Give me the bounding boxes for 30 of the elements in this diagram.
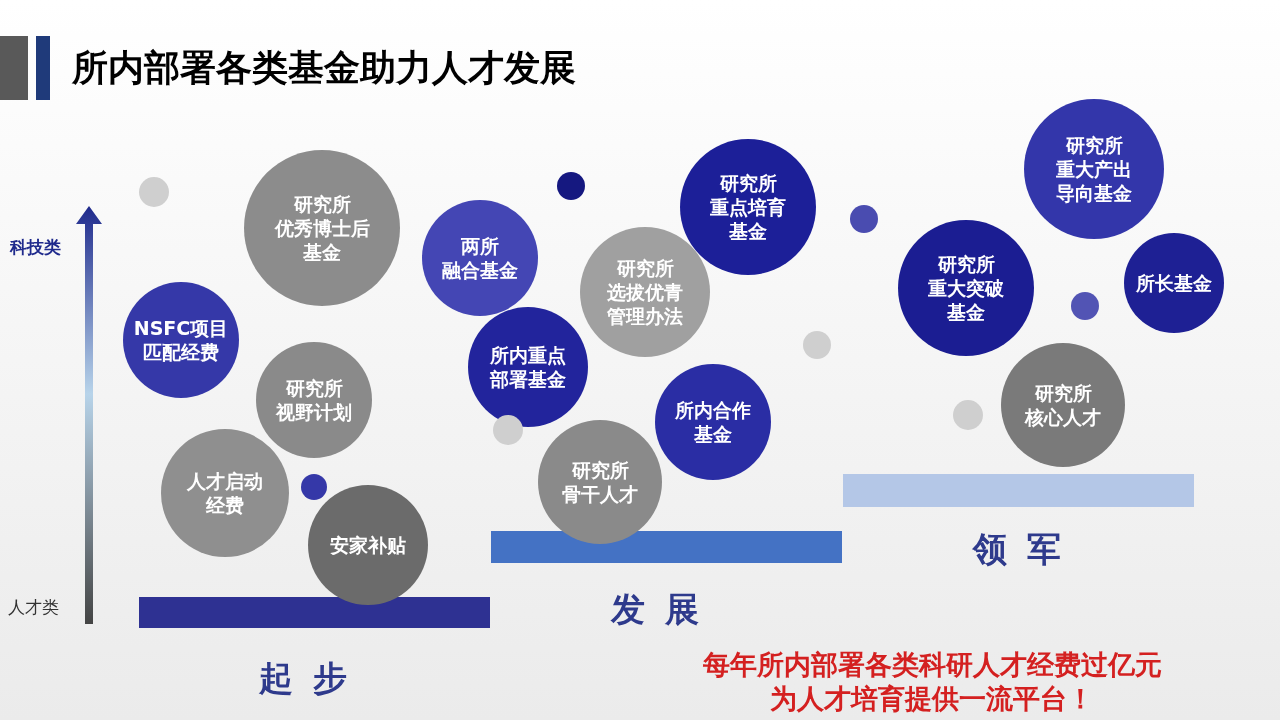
axis-label: 科技类 xyxy=(10,236,61,259)
funding-bubble: 所长基金 xyxy=(1124,233,1224,333)
decor-circle xyxy=(557,172,585,200)
funding-bubble: 两所融合基金 xyxy=(422,200,538,316)
decor-circle xyxy=(139,177,169,207)
funding-bubble: 研究所选拔优青管理办法 xyxy=(580,227,710,357)
funding-bubble: 研究所重大产出导向基金 xyxy=(1024,99,1164,239)
funding-bubble: 研究所重大突破基金 xyxy=(898,220,1034,356)
funding-bubble: 人才启动经费 xyxy=(161,429,289,557)
axis-label: 人才类 xyxy=(8,596,59,619)
decor-circle xyxy=(953,400,983,430)
funding-bubble: 所内合作基金 xyxy=(655,364,771,480)
funding-bubble: 研究所重点培育基金 xyxy=(680,139,816,275)
funding-bubble: 研究所优秀博士后基金 xyxy=(244,150,400,306)
funding-bubble: 研究所骨干人才 xyxy=(538,420,662,544)
funding-bubble: 安家补贴 xyxy=(308,485,428,605)
funding-bubble: 研究所核心人才 xyxy=(1001,343,1125,467)
stage-label: 发展 xyxy=(611,588,719,631)
decor-circle xyxy=(803,331,831,359)
decor-circle xyxy=(301,474,327,500)
slide-title: 所内部署各类基金助力人才发展 xyxy=(72,46,576,90)
decor-circle xyxy=(850,205,878,233)
funding-bubble: 研究所视野计划 xyxy=(256,342,372,458)
decor-circle xyxy=(493,415,523,445)
stage-label: 起步 xyxy=(259,657,367,700)
highlight-note: 每年所内部署各类科研人才经费过亿元为人才培育提供一流平台！ xyxy=(701,648,1163,716)
funding-bubble: NSFC项目匹配经费 xyxy=(123,282,239,398)
decor-circle xyxy=(1071,292,1099,320)
funding-bubble: 所内重点部署基金 xyxy=(468,307,588,427)
stage-label: 领军 xyxy=(973,528,1081,571)
